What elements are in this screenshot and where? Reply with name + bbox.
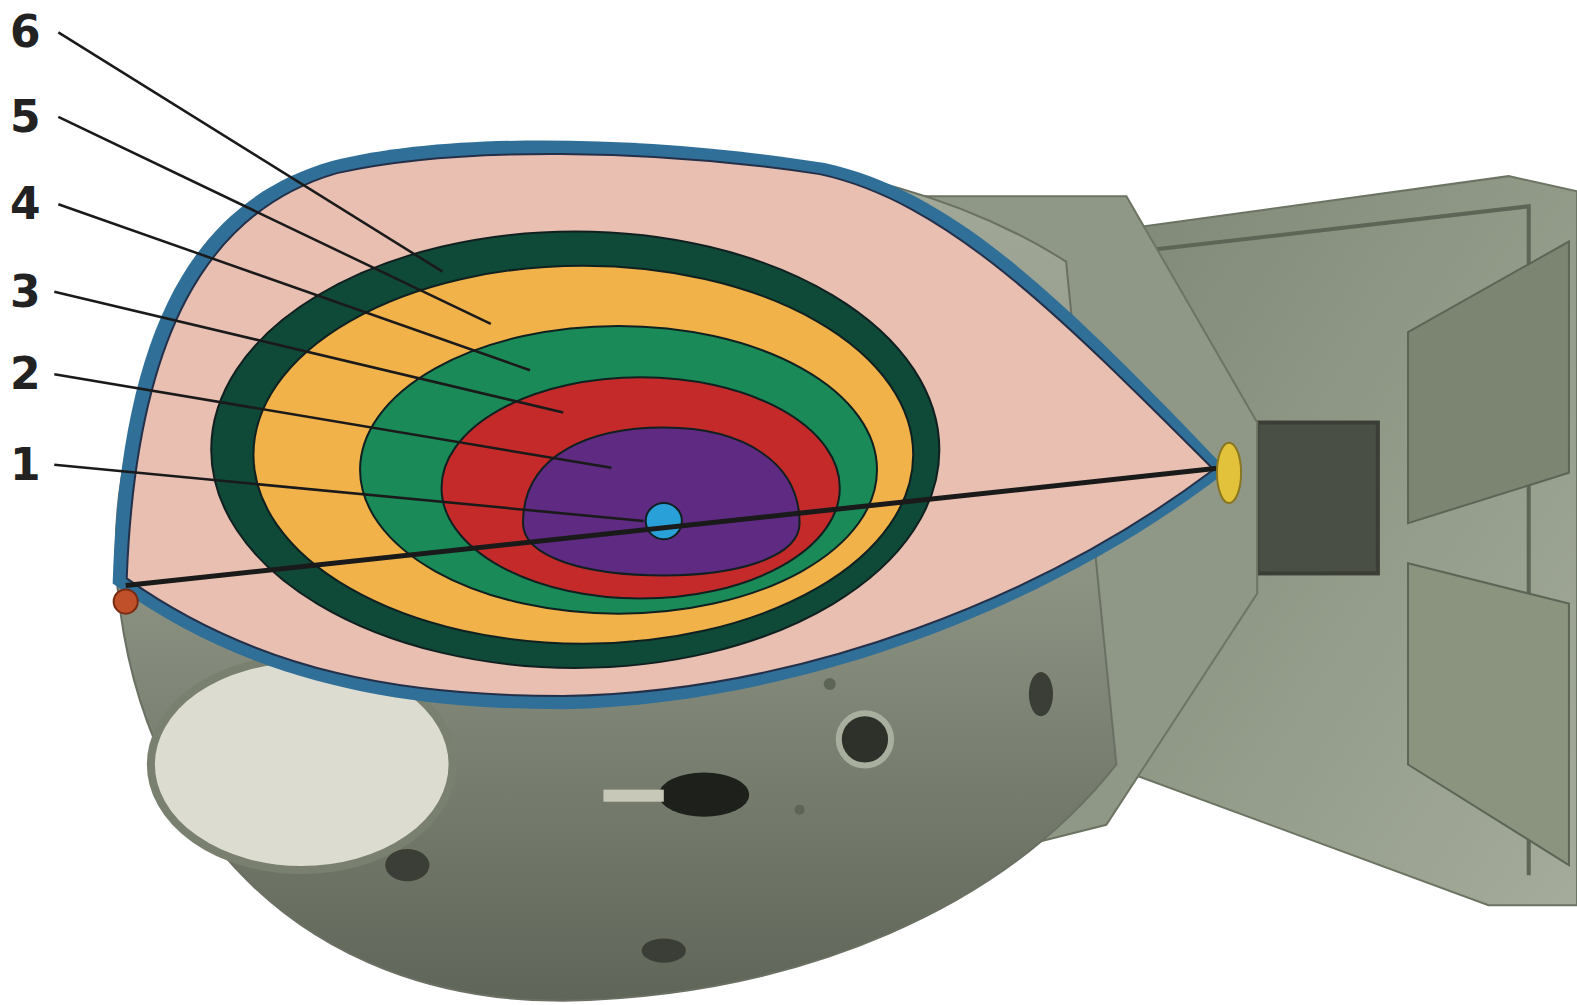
- callout-number: 3: [10, 270, 41, 314]
- callout-number: 4: [10, 182, 41, 226]
- callout-number: 2: [10, 352, 41, 396]
- callout-number: 5: [10, 95, 41, 139]
- callout-number: 1: [10, 443, 41, 487]
- leader-lines: [54, 32, 643, 521]
- callout-number: 6: [10, 10, 41, 54]
